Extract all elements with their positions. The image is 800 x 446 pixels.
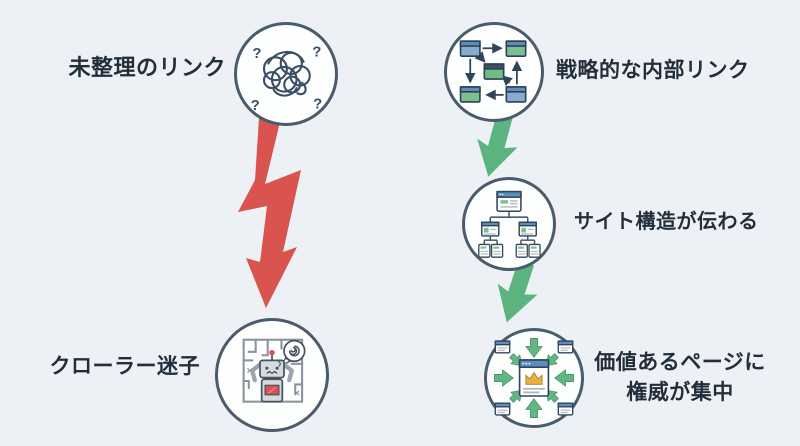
leaf-page-icon xyxy=(478,243,491,258)
robot-worried-mouth xyxy=(266,370,278,375)
authority-node xyxy=(484,328,584,428)
robot xyxy=(250,349,294,403)
unorganized-links-label: 未整理のリンク xyxy=(68,55,226,80)
robot-head xyxy=(259,359,285,379)
top-page-icon xyxy=(496,190,522,212)
leaf-page-icons xyxy=(478,243,541,258)
page-icons xyxy=(459,40,527,103)
page-icon xyxy=(483,63,505,80)
strategic-links-label: 戦略的な内部リンク xyxy=(556,59,750,82)
link-arrows xyxy=(464,42,523,101)
authority-label: 価値あるページに 権威が集中 xyxy=(590,348,770,409)
dizzy-spiral-icon xyxy=(288,345,300,357)
page-icon xyxy=(459,40,481,57)
leaf-page-icon xyxy=(515,243,528,258)
maze-x-marks: × × xyxy=(247,366,300,399)
down-arrow-shape xyxy=(497,260,538,323)
site-hierarchy-icon xyxy=(478,190,541,258)
crown-icon xyxy=(525,371,543,385)
robot-lost-in-maze-icon: × × xyxy=(242,338,306,403)
corner-page-icon xyxy=(494,402,511,416)
down-arrow-shape xyxy=(477,114,518,177)
inward-arrows xyxy=(494,338,574,418)
authority-label-line1: 価値あるページに xyxy=(594,351,766,374)
question-mark-icon: ? xyxy=(312,43,321,60)
corner-page-icon xyxy=(557,402,574,416)
crawler-lost-label: クローラー迷子 xyxy=(49,355,200,378)
mid-page-icon xyxy=(481,221,500,237)
question-mark-icon: ? xyxy=(313,95,322,112)
x-mark-icon: × xyxy=(294,388,300,399)
corner-page-icon xyxy=(557,340,574,354)
question-mark-icon: ? xyxy=(252,45,261,62)
corner-page-icon xyxy=(494,340,511,354)
authority-concentration-icon xyxy=(494,338,574,418)
green-down-arrow-icon xyxy=(477,114,518,177)
robot-left-arm xyxy=(250,361,263,383)
question-marks: ? ? ? ? xyxy=(251,43,323,114)
leaf-page-icon xyxy=(490,243,504,258)
page-icon xyxy=(505,40,527,57)
red-zigzag-down-arrow-icon xyxy=(238,118,301,308)
corner-page-icons xyxy=(494,340,574,416)
authority-label-line2: 権威が集中 xyxy=(626,381,734,405)
antenna-light xyxy=(269,349,275,356)
robot-right-arm xyxy=(281,361,294,383)
page-icon xyxy=(505,86,527,103)
tangle-scribble xyxy=(262,50,311,97)
strategic-links-node xyxy=(444,22,544,122)
zigzag-bolt-shape xyxy=(238,118,301,308)
site-structure-label: サイト構造が伝わる xyxy=(574,211,759,233)
leaf-page-icon xyxy=(528,243,541,258)
x-mark-icon: × xyxy=(247,366,253,377)
site-structure-node xyxy=(462,177,556,271)
page-icon xyxy=(459,86,481,103)
green-down-arrow-icon xyxy=(497,260,538,323)
crawler-lost-node: × × xyxy=(215,318,329,432)
mid-page-icon xyxy=(518,221,537,237)
unorganized-links-node: ? ? ? ? xyxy=(234,22,338,126)
valuable-page-icon xyxy=(518,359,550,397)
interlinked-pages-icon xyxy=(459,40,527,103)
question-mark-icon: ? xyxy=(251,97,260,114)
tangled-links-icon: ? ? ? ? xyxy=(251,43,323,114)
